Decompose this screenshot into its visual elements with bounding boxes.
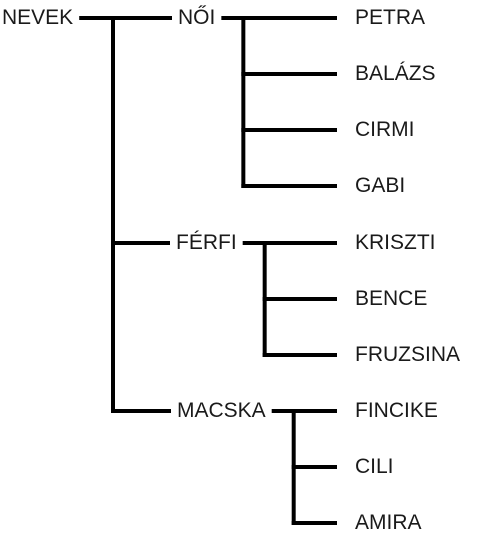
leaf-node: CIRMI [355, 118, 415, 141]
leaf-node: PETRA [355, 6, 426, 29]
leaf-node: KRISZTI [355, 231, 436, 254]
group-node-noi: NŐI [178, 6, 216, 29]
leaf-node: GABI [355, 174, 406, 197]
group-node-ferfi: FÉRFI [176, 231, 237, 254]
leaf-node: AMIRA [355, 511, 422, 534]
leaf-node: BENCE [355, 287, 428, 310]
leaf-node: FRUZSINA [355, 343, 460, 366]
root-node: NEVEK [2, 6, 74, 29]
leaf-node: BALÁZS [355, 62, 436, 85]
leaf-node: FINCIKE [355, 399, 438, 422]
leaf-node: CILI [355, 455, 394, 478]
group-node-macska: MACSKA [177, 399, 266, 422]
